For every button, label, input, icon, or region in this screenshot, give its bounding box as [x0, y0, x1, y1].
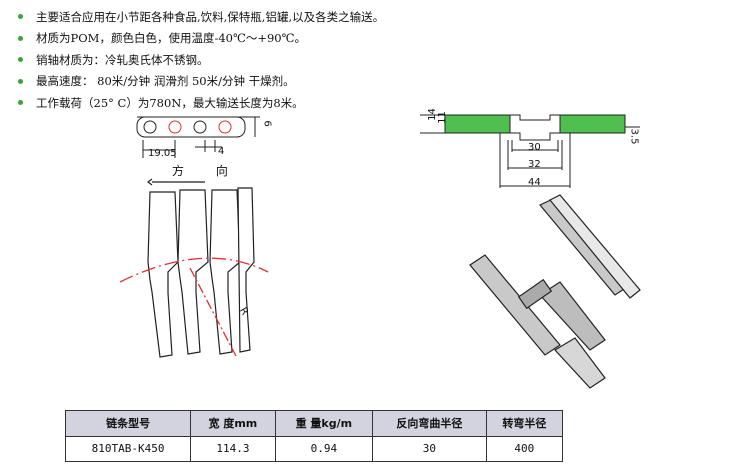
top-plate-left [444, 114, 511, 134]
cell-weight: 0.94 [274, 435, 374, 462]
header-backflex-radius: 反向弯曲半径 [372, 410, 487, 437]
table-header-row: 链条型号 宽 度mm 重 量kg/m 反向弯曲半径 转弯半径 [64, 410, 564, 437]
iso-link-tail [554, 337, 606, 389]
top-plate-right [559, 114, 626, 134]
bullet-dot-icon [18, 14, 23, 20]
chain-side-view [136, 116, 260, 158]
feature-item: 最高速度： 80米/分钟 润滑剂 50米/分钟 干燥剂。 [18, 71, 438, 93]
feature-item: 主要适合应用在小节距各种食品,饮料,保特瓶,铝罐,以及各类之输送。 [18, 6, 438, 28]
top-link-2 [177, 189, 209, 355]
iso-link-lower [469, 254, 561, 356]
iso-link-upper-face [549, 194, 641, 299]
direction-arrow-head [147, 178, 153, 186]
top-link-3 [209, 189, 241, 355]
top-link-4 [237, 187, 255, 353]
dim-32-label: 32 [528, 159, 541, 170]
dim-44-label: 44 [528, 177, 541, 188]
cell-width: 114.3 [190, 435, 276, 462]
dim-11-label: 11 [436, 111, 448, 124]
cell-backflex-radius: 30 [372, 435, 487, 462]
chain-isometric-view [469, 194, 641, 389]
table-row: 810TAB-K450 114.3 0.94 30 400 [64, 435, 564, 462]
spec-table: 链条型号 宽 度mm 重 量kg/m 反向弯曲半径 转弯半径 810TAB-K4… [64, 410, 564, 462]
iso-link-center [539, 281, 606, 351]
side-gap-label: 4 [218, 146, 225, 157]
pin-circle [218, 120, 232, 134]
bullet-dot-icon [18, 78, 23, 84]
bullet-dot-icon [18, 100, 23, 106]
pin-circle [168, 120, 182, 134]
header-model: 链条型号 [64, 410, 192, 437]
header-width: 宽 度mm [190, 410, 276, 437]
feature-item: 材质为POM，颜色白色，使用温度-40℃～+90℃。 [18, 28, 438, 50]
radius-indicator [119, 257, 269, 357]
cell-model: 810TAB-K450 [64, 435, 192, 462]
bullet-dot-icon [18, 57, 23, 63]
direction-label: 方 向 [172, 164, 242, 178]
feature-item: 销轴材质为：冷轧奥氏体不锈钢。 [18, 49, 438, 71]
bullet-dot-icon [18, 35, 23, 41]
cross-section-view [420, 114, 640, 188]
chain-top-view [147, 178, 255, 358]
side-pitch-label: 19.05 [148, 148, 177, 159]
pin-circle [143, 120, 157, 134]
side-height-label: 6 [261, 120, 273, 127]
header-turn-radius: 转弯半径 [485, 410, 564, 437]
dim-30-label: 30 [528, 142, 541, 153]
dim-3-5-label: 3.5 [628, 128, 640, 145]
feature-item: 工作载荷（25° C）为780N，最大输送长度为8米。 [18, 92, 438, 114]
radius-arc [119, 257, 269, 283]
header-weight: 重 量kg/m [274, 410, 374, 437]
iso-hinge [517, 278, 553, 310]
center-hinge [509, 114, 561, 141]
cell-turn-radius: 400 [485, 435, 564, 462]
pin-circle [193, 120, 207, 134]
feature-list: 主要适合应用在小节距各种食品,饮料,保特瓶,铝罐,以及各类之输送。 材质为POM… [18, 6, 438, 114]
radius-line [189, 267, 237, 357]
top-link-1 [147, 191, 179, 358]
